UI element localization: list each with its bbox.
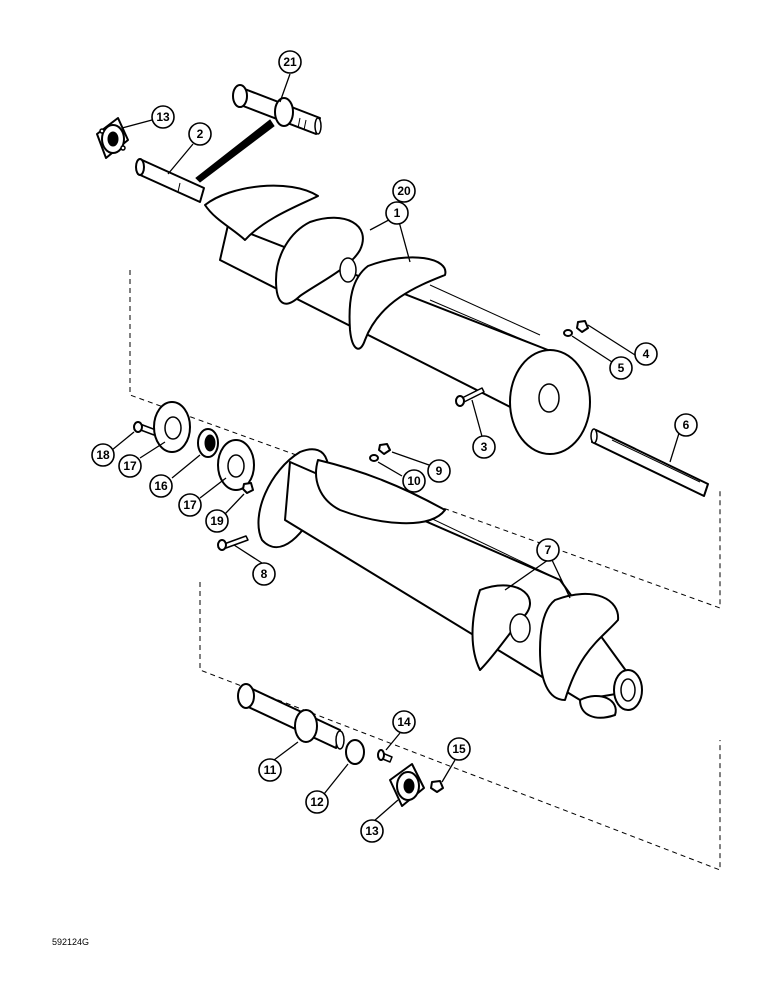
callout: 2 [188, 122, 212, 146]
svg-text:13: 13 [365, 824, 379, 838]
callout: 14 [392, 710, 416, 734]
svg-text:16: 16 [154, 479, 168, 493]
callout: 10 [402, 469, 426, 493]
callout: 21 [278, 50, 302, 74]
bolt-upper [455, 387, 485, 407]
bolt-small-left [133, 421, 157, 436]
svg-text:13: 13 [156, 110, 170, 124]
svg-text:1: 1 [394, 206, 401, 220]
svg-text:2: 2 [197, 127, 204, 141]
callout: 4 [634, 342, 658, 366]
svg-text:11: 11 [264, 763, 277, 777]
bearing [197, 428, 219, 458]
figure-code: 592124G [52, 937, 89, 947]
flange-bearing-lower [389, 763, 425, 807]
callout: 13 [151, 105, 175, 129]
upper-auger [204, 184, 591, 455]
leader-lines [111, 73, 681, 822]
callout: 7 [536, 538, 560, 562]
nut-lower [430, 780, 444, 793]
svg-text:8: 8 [261, 567, 268, 581]
drive-shaft-upper [135, 158, 205, 203]
svg-text:9: 9 [436, 464, 443, 478]
callout: 19 [205, 509, 229, 533]
assembly-arrow [195, 119, 275, 183]
callout: 12 [305, 790, 329, 814]
bearing-flange-right [217, 439, 255, 491]
svg-text:17: 17 [183, 498, 197, 512]
callout: 8 [252, 562, 276, 586]
callout: 20 [392, 179, 416, 203]
svg-text:3: 3 [481, 440, 488, 454]
bearing-flange-left [153, 401, 191, 453]
callout: 11 [258, 758, 282, 782]
drive-shaft-right [590, 428, 709, 497]
svg-text:5: 5 [618, 361, 625, 375]
callout: 9 [427, 459, 451, 483]
svg-text:12: 12 [310, 795, 324, 809]
nut-middle [378, 443, 391, 455]
spacer [345, 739, 365, 765]
lock-washer-middle [369, 454, 379, 462]
callout: 15 [447, 737, 471, 761]
stub-shaft-upper [232, 84, 322, 135]
callout: 5 [609, 356, 633, 380]
svg-text:21: 21 [283, 55, 297, 69]
callout: 18 [91, 443, 115, 467]
flange-bearing-upper [96, 117, 129, 159]
callout: 13 [360, 819, 384, 843]
upper-assembly-outline [129, 270, 721, 609]
callout: 17 [118, 454, 142, 478]
stub-shaft-lower [237, 683, 345, 750]
callout: 6 [674, 413, 698, 437]
svg-text:18: 18 [96, 448, 110, 462]
nut-left [242, 482, 254, 494]
callout: 16 [149, 474, 173, 498]
svg-text:15: 15 [452, 742, 466, 756]
svg-text:19: 19 [210, 514, 224, 528]
svg-text:10: 10 [407, 474, 421, 488]
lower-auger [257, 448, 643, 719]
callout: 17 [178, 493, 202, 517]
svg-text:6: 6 [683, 418, 690, 432]
lock-washer-upper [563, 329, 573, 337]
nut-upper [576, 320, 589, 333]
bolt-lower-left [217, 535, 249, 551]
svg-text:17: 17 [123, 459, 137, 473]
svg-text:7: 7 [545, 543, 552, 557]
svg-text:14: 14 [397, 715, 411, 729]
svg-text:4: 4 [643, 347, 650, 361]
callout: 3 [472, 435, 496, 459]
svg-text:20: 20 [397, 184, 411, 198]
bolt-small-lower [377, 749, 393, 763]
callout: 1 [385, 201, 409, 225]
